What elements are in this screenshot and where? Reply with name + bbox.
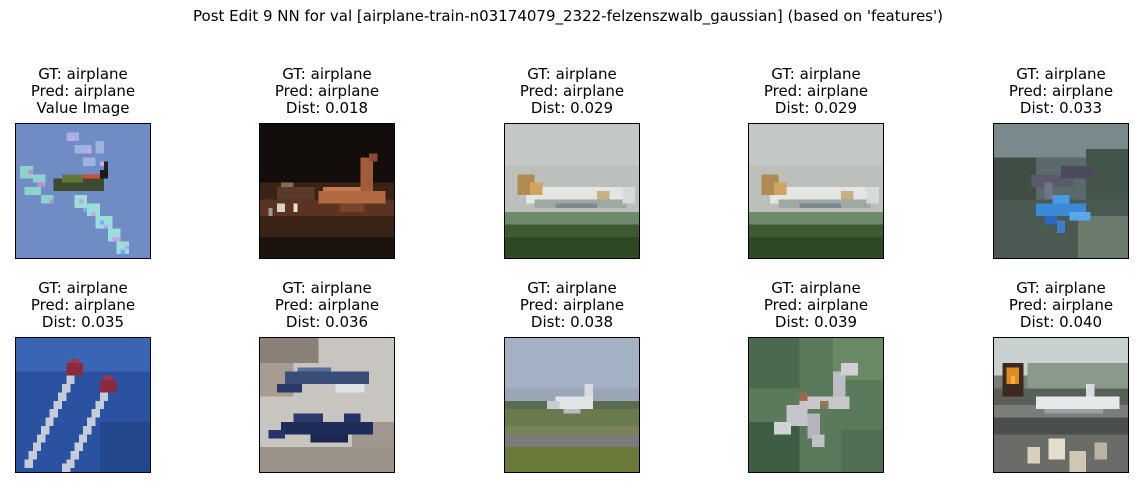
panel-title: GT: airplane Pred: airplane Dist: 0.039: [708, 280, 924, 331]
figure-title: Post Edit 9 NN for val [airplane-train-n…: [193, 7, 943, 25]
panel-title: GT: airplane Pred: airplane Dist: 0.036: [219, 280, 435, 331]
panel-title: GT: airplane Pred: airplane Dist: 0.018: [219, 66, 435, 117]
panel-title: GT: airplane Pred: airplane Dist: 0.029: [708, 66, 924, 117]
neighbor-image: [504, 337, 640, 473]
gt-label: GT: airplane: [1016, 65, 1106, 83]
neighbor-image: [15, 337, 151, 473]
panel-title: GT: airplane Pred: airplane Dist: 0.038: [464, 280, 680, 331]
gt-label: GT: airplane: [1016, 279, 1106, 297]
neighbor-image: [748, 337, 884, 473]
info-label: Dist: 0.039: [774, 313, 858, 331]
pred-label: Pred: airplane: [1008, 82, 1114, 100]
gt-label: GT: airplane: [282, 279, 372, 297]
info-label: Dist: 0.029: [774, 99, 858, 117]
pred-label: Pred: airplane: [519, 82, 625, 100]
panel-title: GT: airplane Pred: airplane Dist: 0.033: [953, 66, 1136, 117]
pred-label: Pred: airplane: [274, 296, 380, 314]
gt-label: GT: airplane: [38, 279, 128, 297]
info-label: Dist: 0.035: [41, 313, 125, 331]
gt-label: GT: airplane: [527, 279, 617, 297]
neighbor-image: [259, 337, 395, 473]
info-label: Value Image: [36, 99, 130, 117]
info-label: Dist: 0.040: [1019, 313, 1103, 331]
query-image: [15, 123, 151, 259]
info-label: Dist: 0.033: [1019, 99, 1103, 117]
neighbor-image: [993, 123, 1129, 259]
pred-label: Pred: airplane: [274, 82, 380, 100]
pred-label: Pred: airplane: [30, 296, 136, 314]
neighbor-image: [504, 123, 640, 259]
pred-label: Pred: airplane: [30, 82, 136, 100]
pred-label: Pred: airplane: [763, 296, 869, 314]
gt-label: GT: airplane: [527, 65, 617, 83]
panel-title: GT: airplane Pred: airplane Dist: 0.040: [953, 280, 1136, 331]
gt-label: GT: airplane: [771, 65, 861, 83]
info-label: Dist: 0.018: [285, 99, 369, 117]
gt-label: GT: airplane: [771, 279, 861, 297]
neighbor-image: [748, 123, 884, 259]
gt-label: GT: airplane: [282, 65, 372, 83]
info-label: Dist: 0.036: [285, 313, 369, 331]
panel-title: GT: airplane Pred: airplane Dist: 0.035: [0, 280, 191, 331]
pred-label: Pred: airplane: [1008, 296, 1114, 314]
neighbor-image: [259, 123, 395, 259]
pred-label: Pred: airplane: [519, 296, 625, 314]
gt-label: GT: airplane: [38, 65, 128, 83]
panel-title: GT: airplane Pred: airplane Value Image: [0, 66, 191, 117]
neighbor-image: [993, 337, 1129, 473]
panel-title: GT: airplane Pred: airplane Dist: 0.029: [464, 66, 680, 117]
pred-label: Pred: airplane: [763, 82, 869, 100]
info-label: Dist: 0.029: [530, 99, 614, 117]
info-label: Dist: 0.038: [530, 313, 614, 331]
